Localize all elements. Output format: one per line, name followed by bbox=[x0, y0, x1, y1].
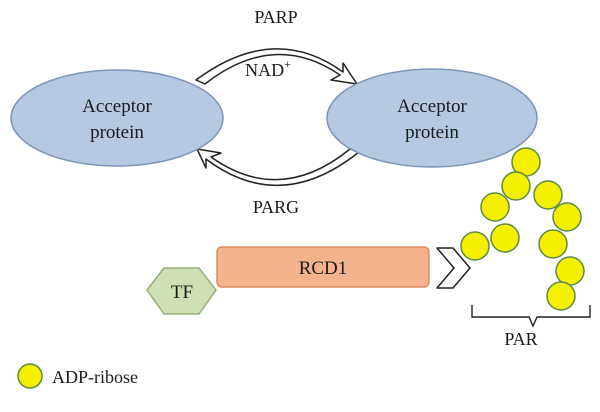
par-label: PAR bbox=[504, 329, 537, 349]
adp-ribose-bead bbox=[490, 223, 520, 253]
nad-text: NAD bbox=[245, 60, 284, 80]
acceptor-protein-right-label-2: protein bbox=[405, 122, 459, 143]
adp-ribose-bead bbox=[552, 202, 582, 232]
adp-ribose-bead bbox=[501, 171, 531, 201]
adp-ribose-bead-icon bbox=[17, 363, 43, 389]
rcd1-label: RCD1 bbox=[299, 258, 348, 279]
tf-hexagon bbox=[146, 267, 217, 315]
acceptor-protein-left-label-1: Acceptor bbox=[82, 96, 152, 117]
acceptor-protein-left bbox=[10, 69, 224, 167]
adp-ribose-bead bbox=[460, 231, 490, 261]
acceptor-protein-right-label-1: Acceptor bbox=[397, 96, 467, 117]
curved-arrow-left-icon bbox=[196, 148, 360, 186]
adp-ribose-bead bbox=[555, 256, 585, 286]
par-chain bbox=[460, 147, 585, 311]
nad-superscript: + bbox=[284, 57, 291, 71]
chevron-right-icon bbox=[436, 247, 471, 289]
nad-label: NAD+ bbox=[245, 57, 291, 80]
parg-label: PARG bbox=[253, 197, 299, 217]
acceptor-protein-left-label-2: protein bbox=[90, 122, 144, 143]
acceptor-protein-right bbox=[326, 68, 538, 168]
tf-label: TF bbox=[171, 282, 193, 303]
rcd1-box bbox=[216, 246, 430, 288]
adp-ribose-bead bbox=[546, 281, 576, 311]
adp-ribose-bead bbox=[480, 192, 510, 222]
legend-label: ADP-ribose bbox=[52, 367, 138, 387]
adp-ribose-bead bbox=[538, 229, 568, 259]
parp-label: PARP bbox=[254, 7, 297, 27]
par-bracket bbox=[471, 305, 591, 328]
adp-ribose-bead bbox=[533, 180, 563, 210]
